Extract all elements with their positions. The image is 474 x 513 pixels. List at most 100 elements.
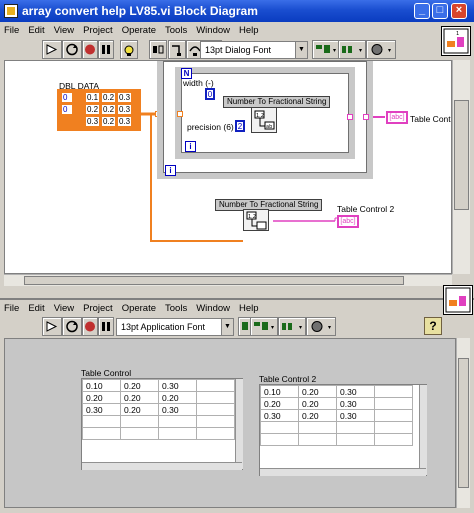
step-into-icon[interactable] <box>168 40 186 59</box>
table-cell[interactable]: 0.30 <box>158 379 197 392</box>
table-cell[interactable] <box>336 433 375 446</box>
array-row-index[interactable]: 0 <box>61 92 73 103</box>
table-cell[interactable] <box>374 409 413 422</box>
reorder-icon[interactable] <box>366 40 396 59</box>
table-cell[interactable] <box>374 421 413 434</box>
fp-menu-window[interactable]: Window <box>192 301 235 316</box>
table-cell[interactable]: 0.20 <box>298 409 337 422</box>
fp-menu-tools[interactable]: Tools <box>161 301 192 316</box>
table-cell[interactable] <box>196 415 235 428</box>
menu-file[interactable]: File <box>0 23 24 38</box>
reorder-icon[interactable] <box>306 317 336 336</box>
table-control-2[interactable]: 0.10 0.20 0.30 0.20 0.20 0.30 0.30 0.20 … <box>259 384 427 476</box>
table-cell[interactable]: 0.20 <box>120 379 159 392</box>
table-cell[interactable] <box>298 433 337 446</box>
table-cell[interactable] <box>374 397 413 410</box>
table-cell[interactable] <box>374 385 413 398</box>
table-cell[interactable] <box>82 427 121 440</box>
table-cell[interactable] <box>196 391 235 404</box>
bd-horizontal-scroll-thumb[interactable] <box>24 276 404 285</box>
array-cell[interactable]: 0.1 <box>85 92 100 103</box>
table-control-2-terminal[interactable]: [abc] <box>337 215 359 228</box>
table-cell[interactable]: 0.30 <box>260 409 299 422</box>
fp-vertical-scrollbar[interactable] <box>456 338 470 508</box>
menu-window[interactable]: Window <box>192 23 235 38</box>
table-cell[interactable] <box>336 421 375 434</box>
maximize-button[interactable]: □ <box>432 3 448 19</box>
table-control-terminal[interactable]: [abc] <box>386 111 408 124</box>
abort-icon[interactable] <box>82 40 98 59</box>
outer-loop-iteration-terminal[interactable]: i <box>165 165 176 176</box>
fp-menu-file[interactable]: File <box>0 301 24 316</box>
bd-horizontal-scrollbar[interactable] <box>4 274 452 286</box>
fp-vertical-scroll-thumb[interactable] <box>458 358 469 488</box>
array-cell[interactable]: 0.2 <box>101 92 116 103</box>
table-cell[interactable] <box>158 415 197 428</box>
minimize-button[interactable]: _ <box>414 3 430 19</box>
distribute-objects-icon[interactable] <box>278 317 306 336</box>
table-cell[interactable] <box>120 415 159 428</box>
number-to-fractional-string-icon[interactable]: 1.2 <box>243 209 269 231</box>
fp-menu-project[interactable]: Project <box>79 301 118 316</box>
table-cell[interactable]: 0.30 <box>82 403 121 416</box>
front-panel-canvas[interactable]: Table Control 0.10 0.20 0.30 0.20 0.20 0… <box>4 338 456 508</box>
table-cell[interactable] <box>196 403 235 416</box>
menu-project[interactable]: Project <box>79 23 118 38</box>
table-cell[interactable] <box>374 433 413 446</box>
width-constant[interactable]: 0 <box>205 88 215 100</box>
fp-menu-operate[interactable]: Operate <box>118 301 161 316</box>
fp-font-dropdown[interactable]: 13pt Application Font ▼ <box>116 318 234 336</box>
run-continuously-icon[interactable] <box>62 40 82 59</box>
bd-font-dropdown[interactable]: 13pt Dialog Font ▼ <box>200 41 308 59</box>
table-cell[interactable] <box>196 427 235 440</box>
distribute-objects-icon[interactable] <box>338 40 366 59</box>
table-cell[interactable]: 0.30 <box>336 385 375 398</box>
table-cell[interactable] <box>260 421 299 434</box>
block-diagram-canvas[interactable]: DBL DATA 0 0 0.1 0.2 0.3 0.2 0.2 0.3 0.3… <box>4 60 452 274</box>
table-cell[interactable]: 0.10 <box>82 379 121 392</box>
array-cell[interactable]: 0.3 <box>117 92 132 103</box>
table-cell[interactable]: 0.10 <box>260 385 299 398</box>
fp-menu-edit[interactable]: Edit <box>24 301 49 316</box>
table-cell[interactable]: 0.30 <box>158 403 197 416</box>
table-vertical-scrollbar[interactable] <box>235 379 243 469</box>
run-arrow-icon[interactable] <box>42 40 62 59</box>
array-cell[interactable]: 0.2 <box>101 116 116 127</box>
step-over-icon[interactable] <box>186 40 204 59</box>
menu-help[interactable]: Help <box>235 23 264 38</box>
table-cell[interactable] <box>82 415 121 428</box>
help-icon[interactable]: ? <box>424 317 442 335</box>
title-bar[interactable]: array convert help LV85.vi Block Diagram… <box>0 0 474 22</box>
array-cell[interactable]: 0.2 <box>85 104 100 115</box>
menu-tools[interactable]: Tools <box>161 23 192 38</box>
align-objects-icon[interactable] <box>312 40 340 59</box>
close-button[interactable]: × <box>451 3 467 19</box>
table-cell[interactable] <box>120 427 159 440</box>
highlight-execution-icon[interactable] <box>120 40 138 59</box>
precision-constant[interactable]: 2 <box>235 120 245 132</box>
table-cell[interactable]: 0.20 <box>82 391 121 404</box>
abort-icon[interactable] <box>82 317 98 336</box>
table-cell[interactable] <box>158 427 197 440</box>
bd-vertical-scroll-thumb[interactable] <box>454 100 469 210</box>
align-objects-icon[interactable] <box>250 317 278 336</box>
table-control[interactable]: 0.10 0.20 0.30 0.20 0.20 0.20 0.30 0.20 … <box>81 378 243 470</box>
table-cell[interactable] <box>298 421 337 434</box>
menu-operate[interactable]: Operate <box>118 23 161 38</box>
array-cell[interactable]: 0.3 <box>117 116 132 127</box>
table-cell[interactable]: 0.20 <box>120 391 159 404</box>
table-cell[interactable]: 0.20 <box>298 397 337 410</box>
bd-vertical-scrollbar[interactable] <box>452 60 470 274</box>
array-cell[interactable]: 0.2 <box>101 104 116 115</box>
inner-loop-iteration-terminal[interactable]: i <box>185 141 196 152</box>
array-cell[interactable]: 0.3 <box>117 104 132 115</box>
fp-menu-help[interactable]: Help <box>235 301 264 316</box>
menu-view[interactable]: View <box>50 23 79 38</box>
fp-menu-view[interactable]: View <box>50 301 79 316</box>
pause-icon[interactable] <box>98 317 114 336</box>
run-arrow-icon[interactable] <box>42 317 62 336</box>
table-vertical-scrollbar[interactable] <box>419 385 427 475</box>
pause-icon[interactable] <box>98 40 114 59</box>
table-cell[interactable]: 0.30 <box>336 397 375 410</box>
run-continuously-icon[interactable] <box>62 317 82 336</box>
